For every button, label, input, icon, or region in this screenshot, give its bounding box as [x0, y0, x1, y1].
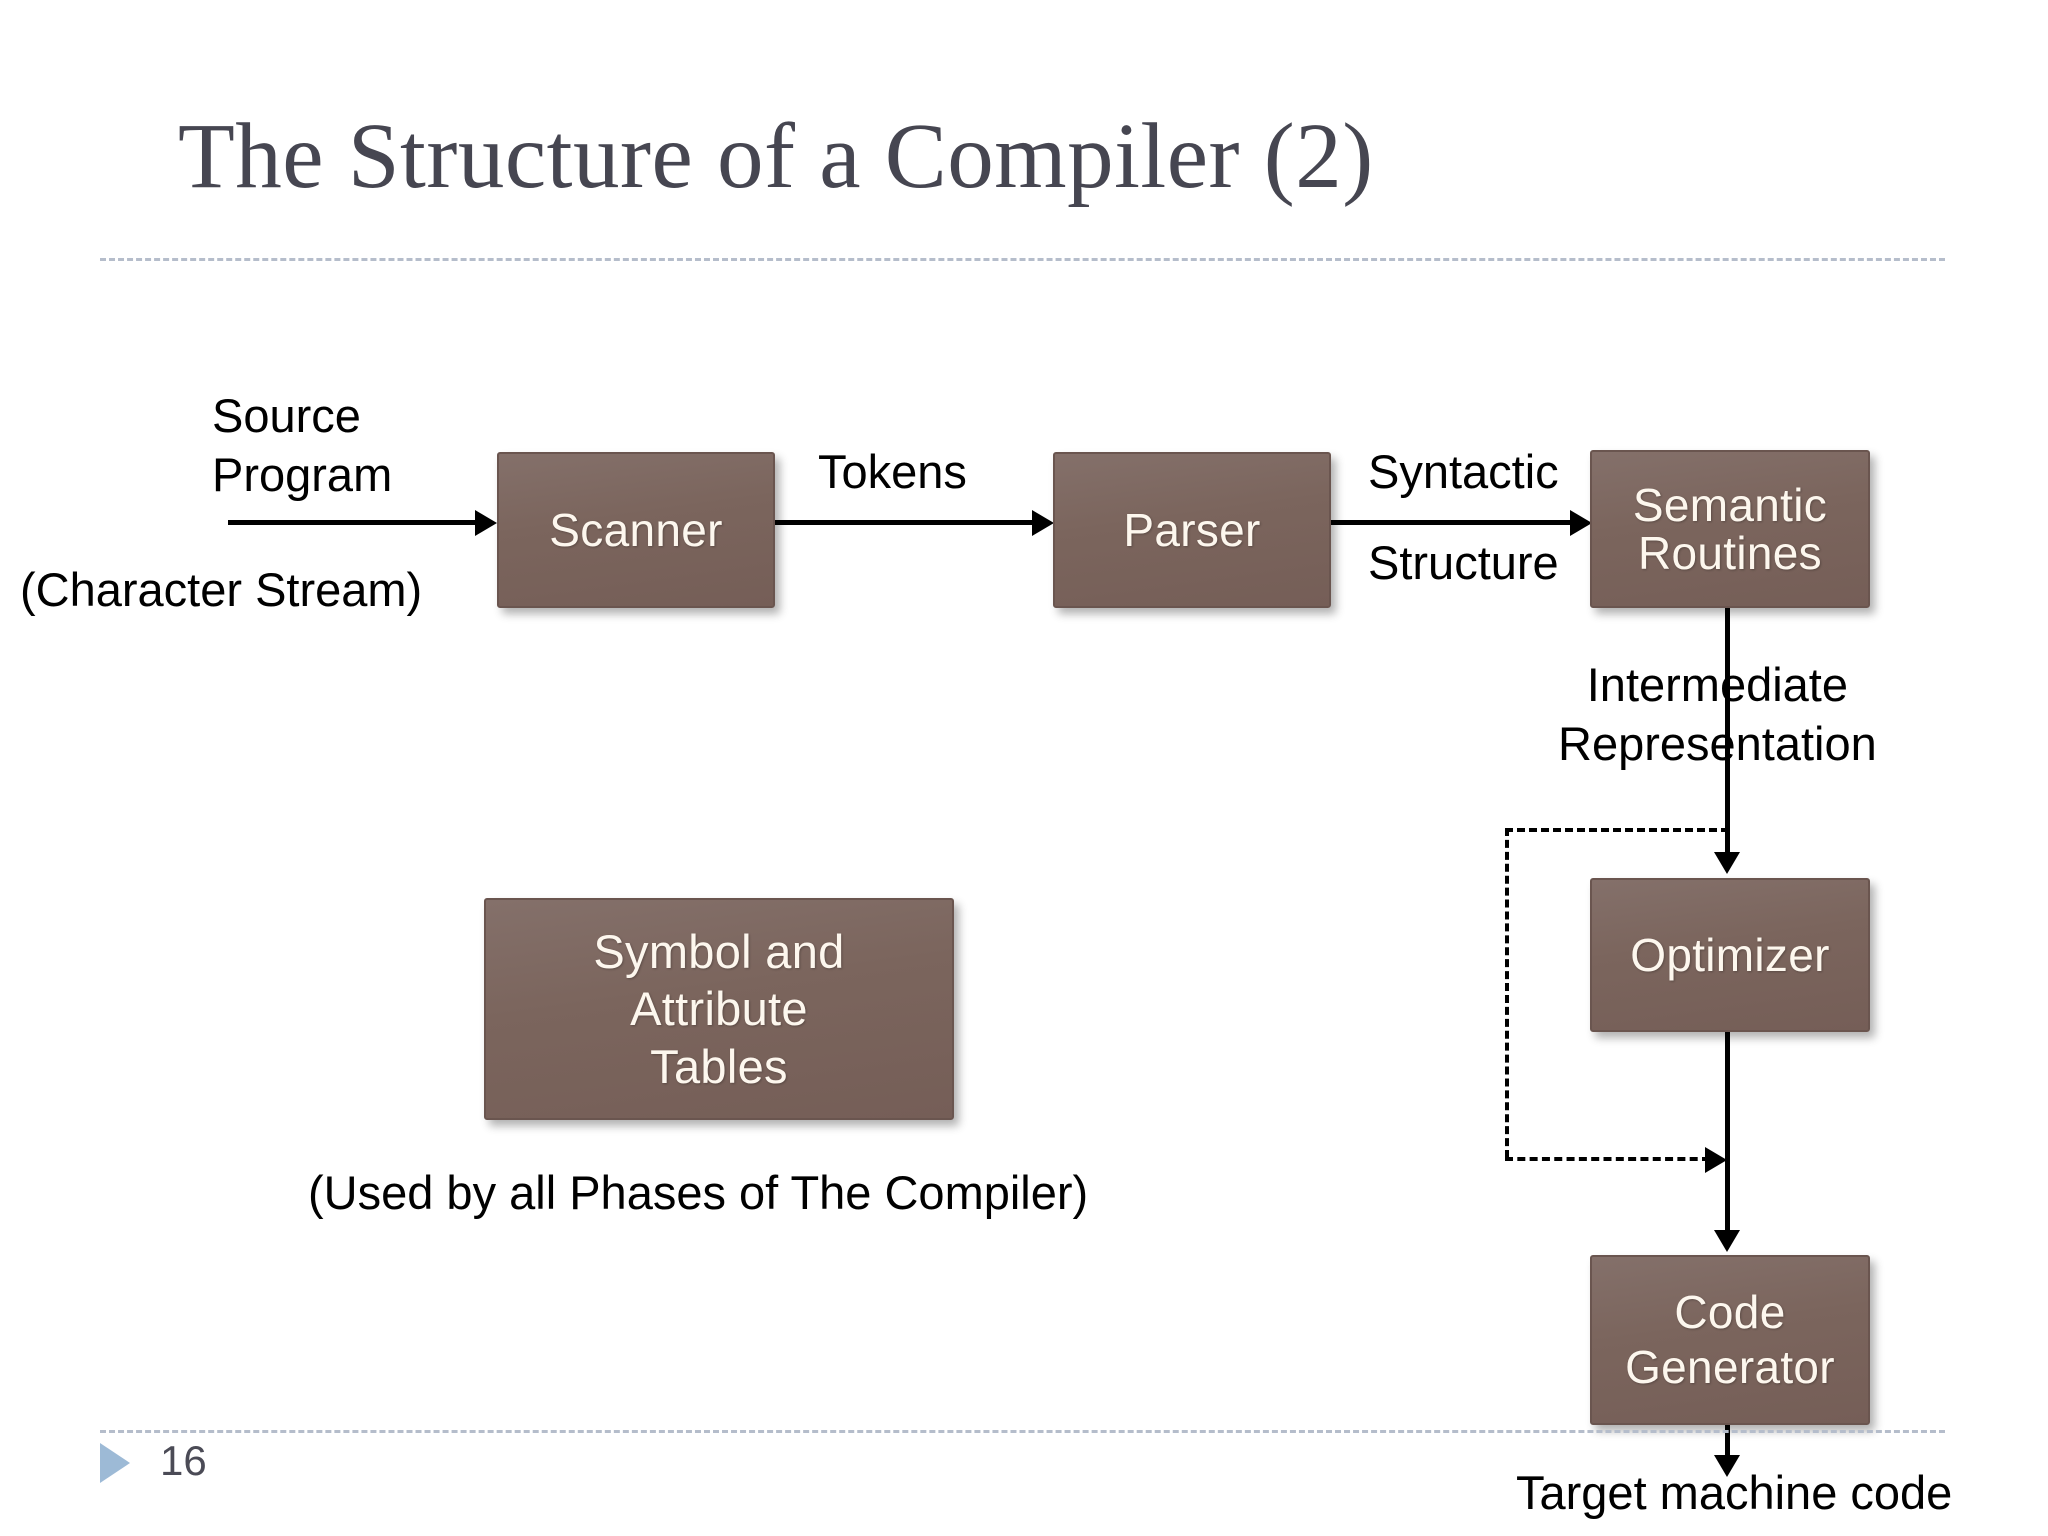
edge-semantic-to-optimizer-arrowhead-icon: [1714, 852, 1740, 874]
node-symbol-attribute-tables[interactable]: Symbol and Attribute Tables: [484, 898, 954, 1120]
edge-bypass-left-segment: [1505, 828, 1509, 1158]
label-character-stream: (Character Stream): [20, 563, 423, 616]
edge-bypass-arrowhead-icon: [1705, 1147, 1727, 1173]
edge-bypass-bottom-segment: [1505, 1157, 1710, 1161]
footer-divider: [100, 1430, 1945, 1433]
edge-semantic-to-optimizer-line: [1725, 608, 1730, 856]
slide-number: 16: [160, 1437, 207, 1484]
edge-source-to-scanner-line: [228, 520, 480, 525]
edge-scanner-to-parser-arrowhead-icon: [1032, 510, 1054, 536]
edge-codegen-to-target-arrowhead-icon: [1714, 1455, 1740, 1477]
edge-scanner-to-parser-line: [775, 520, 1037, 525]
edge-optimizer-to-codegen-line: [1725, 1032, 1730, 1234]
edge-bypass-top-segment: [1505, 828, 1729, 832]
play-triangle-icon: [100, 1443, 130, 1483]
node-semantic-routines[interactable]: Semantic Routines: [1590, 450, 1870, 608]
edge-parser-to-semantic-line: [1331, 520, 1575, 525]
label-intermediate-representation: Intermediate Representation: [1558, 658, 1877, 771]
edge-codegen-to-target-line: [1725, 1425, 1730, 1463]
label-tokens: Tokens: [818, 445, 967, 498]
label-syntactic: Syntactic: [1368, 445, 1559, 498]
title-divider: [100, 258, 1945, 261]
label-structure: Structure: [1368, 536, 1559, 589]
page-title: The Structure of a Compiler (2): [178, 105, 1374, 208]
node-optimizer[interactable]: Optimizer: [1590, 878, 1870, 1032]
node-parser[interactable]: Parser: [1053, 452, 1331, 608]
edge-parser-to-semantic-arrowhead-icon: [1570, 510, 1592, 536]
label-target-machine-code: Target machine code: [1516, 1466, 1953, 1519]
node-scanner[interactable]: Scanner: [497, 452, 775, 608]
label-used-by-all-phases: (Used by all Phases of The Compiler): [308, 1166, 1089, 1219]
edge-source-to-scanner-arrowhead-icon: [475, 510, 497, 536]
edge-optimizer-to-codegen-arrowhead-icon: [1714, 1230, 1740, 1252]
node-code-generator[interactable]: Code Generator: [1590, 1255, 1870, 1425]
label-source-program: Source Program: [212, 389, 393, 502]
